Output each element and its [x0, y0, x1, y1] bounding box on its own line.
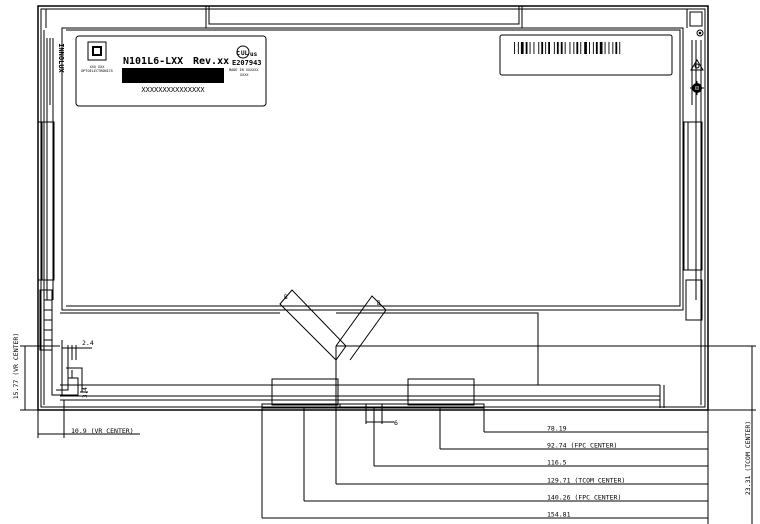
barcode-bar — [520, 42, 524, 54]
side-logo: INNOLUX — [57, 43, 65, 73]
barcode-bar — [560, 42, 563, 54]
svg-text:c: c — [236, 49, 240, 57]
barcode-bar — [548, 42, 550, 54]
label-made-sub: XXXX — [240, 73, 249, 77]
horizontal-dimensions: 78.19 92.74 (FPC CENTER) 116.5 129.71 (TCOM… — [261, 408, 708, 519]
barcode-bar — [573, 42, 575, 54]
barcode-label — [499, 34, 673, 76]
fpc-flaps: B B — [279, 289, 387, 484]
label-rev: Rev.xx — [193, 56, 229, 67]
dim-label: 129.71 (TCOM CENTER) — [547, 477, 625, 485]
dim-label: 154.81 — [547, 511, 571, 519]
barcode-bar — [608, 42, 610, 54]
barcode-bar — [592, 42, 594, 54]
left-edge-structure — [37, 30, 660, 405]
dim-label: 92.74 (FPC CENTER) — [547, 442, 617, 450]
label-made-in: MADE IN XXXXXX — [229, 68, 259, 72]
dim-label: 78.19 — [547, 425, 567, 433]
barcode-bar — [541, 42, 544, 54]
dimension-lines: 15.77 (VR CENTER) 10.9 (VR CENTER) 2.4 3… — [12, 333, 756, 524]
barcode-bars — [514, 42, 621, 54]
svg-text:UL: UL — [241, 50, 249, 57]
side-logo-text: INNOLUX — [57, 43, 65, 73]
barcode-bar — [569, 42, 571, 54]
barcode-bar — [619, 42, 621, 54]
label-model: N101L6-LXX — [123, 56, 183, 67]
dim-3-4: 3.4 — [82, 387, 89, 398]
barcode-bar — [514, 42, 515, 54]
barcode-bar — [556, 42, 559, 54]
barcode-bar — [553, 42, 555, 54]
barcode-bar — [580, 42, 582, 54]
barcode-bar — [615, 42, 618, 54]
fpc-mark-left: B — [284, 294, 288, 301]
barcode-bar — [533, 42, 535, 54]
barcode-bar — [612, 42, 614, 54]
barcode-bar — [604, 42, 606, 54]
barcode-bar — [584, 42, 587, 54]
barcode-bar — [589, 42, 590, 54]
dim-tcom-center-vertical: 23.31 (TCOM CENTER) — [744, 421, 752, 495]
barcode-bar — [599, 42, 603, 54]
product-label: XXX XXX OPTOELECTRONICS N101L6-LXX Rev.x… — [75, 35, 267, 107]
fpc-mark-right: B — [377, 300, 381, 307]
dim-2-4: 2.4 — [82, 339, 94, 347]
dim-label: 140.26 (FPC CENTER) — [547, 494, 621, 502]
barcode-bar — [538, 42, 540, 54]
connectors — [261, 378, 485, 409]
right-edge-structure — [659, 40, 703, 408]
barcode-bar — [595, 42, 598, 54]
label-barcode-block — [122, 68, 224, 83]
svg-text:us: us — [250, 51, 258, 58]
gear-icon — [690, 81, 704, 95]
barcode-bar — [564, 42, 566, 54]
panel-outline — [37, 5, 709, 411]
label-small-1: XXX XXX — [90, 65, 106, 69]
dim-vr-center-vertical: 15.77 (VR CENTER) — [12, 333, 20, 400]
barcode-bar — [545, 42, 547, 54]
dim-vr-center-horizontal: 10.9 (VR CENTER) — [71, 427, 134, 435]
barcode-bar — [525, 42, 528, 54]
lower-internal-box — [60, 312, 660, 392]
barcode-bar — [517, 42, 519, 54]
dim-label: 116.5 — [547, 459, 567, 467]
barcode-bar — [529, 42, 531, 54]
barcode-bar — [576, 42, 579, 54]
label-ul-number: E207943 — [232, 59, 262, 67]
label-small-2: OPTOELECTRONICS — [81, 69, 113, 73]
recycle-icon — [690, 59, 704, 71]
label-serial: XXXXXXXXXXXXXXX — [141, 86, 205, 94]
dim-6: 6 — [394, 419, 398, 427]
